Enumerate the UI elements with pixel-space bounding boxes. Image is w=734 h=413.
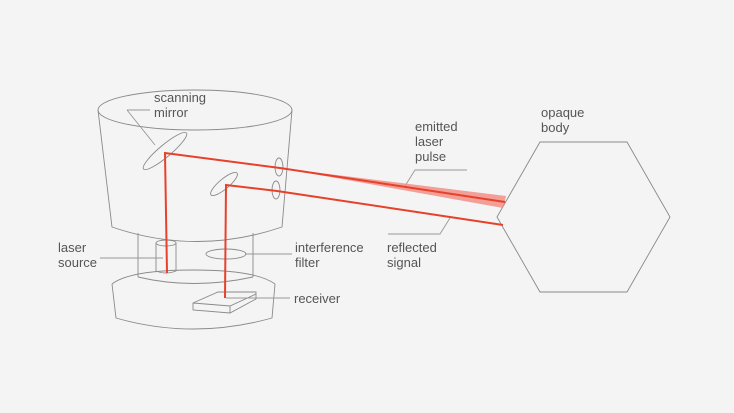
reflected-signal-beam bbox=[224, 183, 504, 299]
opaque-body-hexagon bbox=[496, 141, 671, 293]
emitted-beam-spread bbox=[280, 168, 506, 208]
receiver-mirror bbox=[210, 171, 238, 197]
leader-lines bbox=[100, 109, 467, 299]
scanning-mirror bbox=[142, 131, 188, 171]
scanner-housing bbox=[97, 89, 293, 330]
emitted-laser-beam bbox=[163, 151, 506, 274]
receiver-label: receiver bbox=[294, 291, 341, 306]
